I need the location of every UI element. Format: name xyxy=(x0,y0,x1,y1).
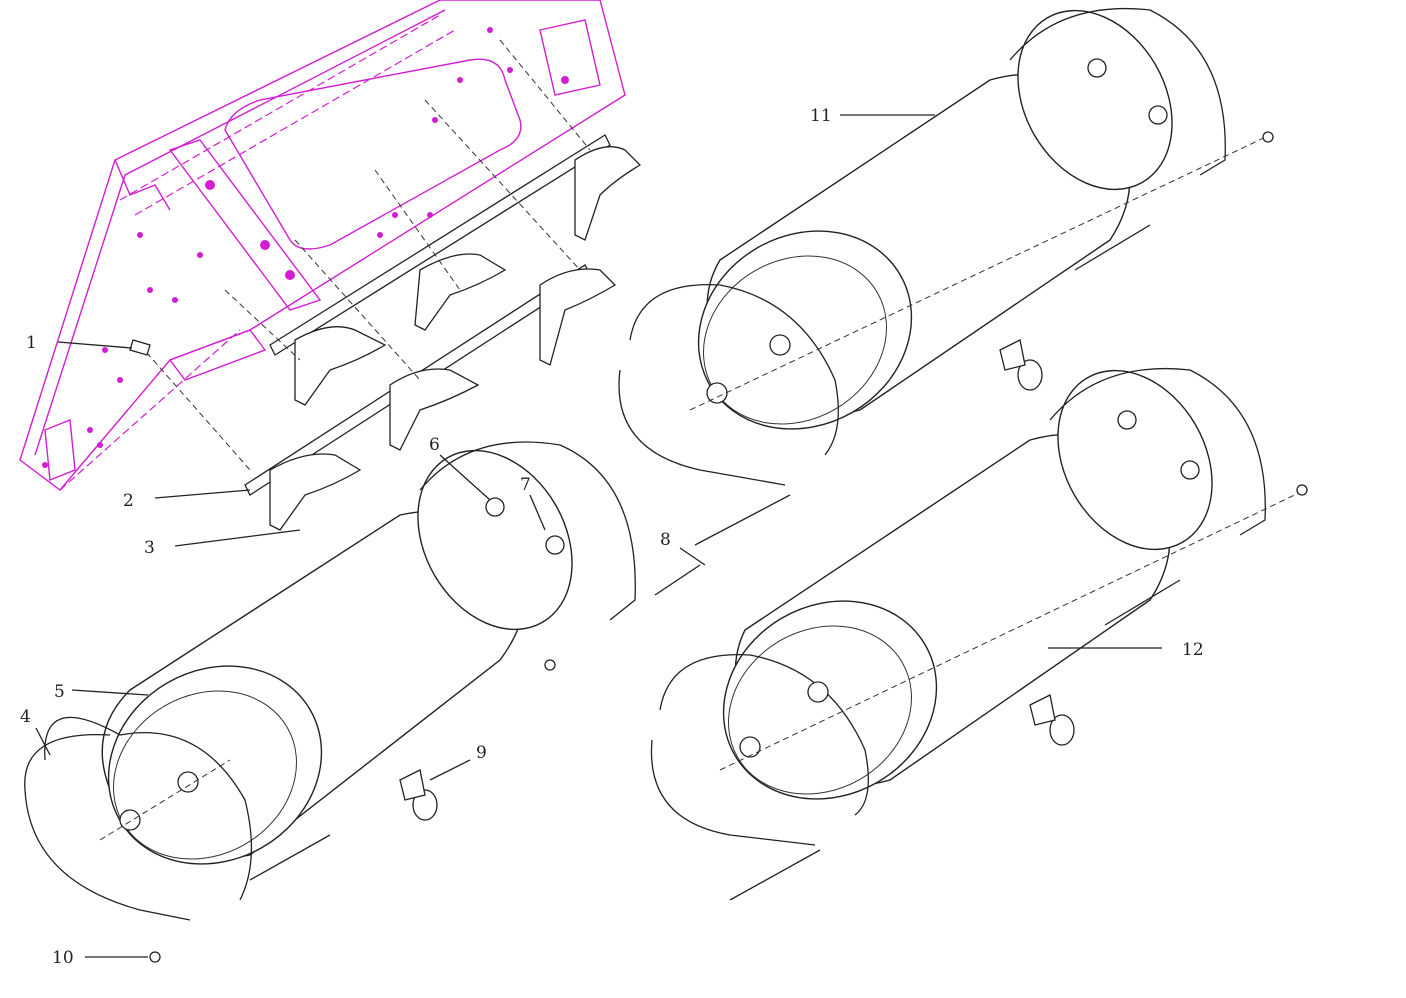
callout-7: 7 xyxy=(520,475,531,495)
callout-5: 5 xyxy=(54,682,65,702)
callout-leaders xyxy=(35,114,1162,958)
callout-12: 12 xyxy=(1182,640,1204,660)
callout-4: 4 xyxy=(20,707,31,727)
frame-holes xyxy=(42,27,569,468)
callout-11: 11 xyxy=(810,106,832,126)
callout-3: 3 xyxy=(144,538,155,558)
callout-9: 9 xyxy=(476,743,487,763)
air-tank-lower-right xyxy=(650,131,1308,901)
callout-8: 8 xyxy=(660,530,671,550)
callout-10: 10 xyxy=(52,948,74,968)
air-tank-left xyxy=(24,441,701,963)
callout-1: 1 xyxy=(26,333,37,353)
callout-2: 2 xyxy=(123,491,134,511)
air-tank-upper-right xyxy=(618,7,1271,546)
chassis-frame xyxy=(19,0,626,491)
callout-labels: 1 2 3 4 5 6 7 8 9 10 11 12 xyxy=(20,106,1204,968)
callout-6: 6 xyxy=(429,435,440,455)
mounting-rails xyxy=(129,39,642,531)
